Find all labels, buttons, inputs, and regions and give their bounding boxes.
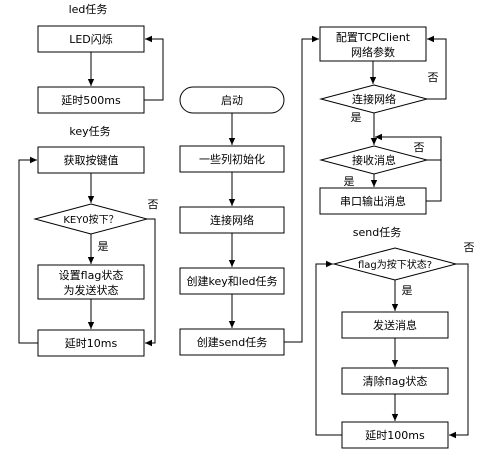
key-task-title: key任务 (69, 125, 110, 138)
send-msg-box: 发送消息 (341, 311, 449, 339)
key-decision-label: KEY0按下？ (63, 213, 118, 226)
create-send-label: 创建send任务 (197, 335, 267, 349)
send-decision-diamond: flag为按下状态? (332, 247, 458, 281)
main-to-net-arrow (284, 35, 319, 343)
main-connect-label: 连接网络 (210, 213, 254, 227)
key-set-flag-line2: 为发送状态 (64, 283, 119, 297)
receive-label: 接收消息 (352, 153, 396, 167)
send-decision-label: flag为按下状态? (358, 258, 432, 271)
clear-flag-box: 清除flag状态 (341, 367, 449, 395)
clear-flag-label: 清除flag状态 (363, 374, 428, 388)
led-blink-label: LED闪烁 (69, 32, 113, 46)
key-set-flag-line1: 设置flag状态 (59, 268, 124, 282)
create-send-box: 创建send任务 (179, 328, 285, 356)
net-connect-diamond: 连接网络 (319, 84, 429, 114)
key-decision-diamond: KEY0按下？ (33, 203, 149, 235)
key-no-arrow (145, 218, 156, 347)
send-no-label: 否 (464, 241, 475, 254)
key-get-value-box: 获取按键值 (37, 146, 145, 174)
led-delay-box: 延时500ms (37, 86, 145, 114)
send-delay-label: 延时100ms (365, 429, 425, 442)
led-loop-arrow (144, 35, 164, 101)
key-delay-label: 延时10ms (65, 337, 118, 350)
key-set-flag-box: 设置flag状态 为发送状态 (37, 264, 145, 300)
led-task-title: led任务 (69, 3, 108, 16)
create-key-led-box: 创建key和led任务 (179, 267, 285, 295)
net-connect-label: 连接网络 (352, 92, 396, 106)
init-label: 一些列初始化 (199, 152, 265, 166)
receive-no-label: 否 (414, 141, 425, 154)
send-no-arrow (449, 263, 469, 439)
net-connect-yes-label: 是 (351, 111, 362, 124)
send-delay-box: 延时100ms (341, 421, 449, 449)
receive-diamond: 接收消息 (319, 145, 429, 175)
key-loop-arrow (18, 156, 38, 344)
key-delay-box: 延时10ms (37, 329, 145, 357)
tcp-config-box: 配置TCPClient 网络参数 (319, 26, 427, 62)
tcp-config-line1: 配置TCPClient (336, 31, 411, 44)
tcp-config-line2: 网络参数 (351, 45, 395, 59)
start-terminal: 启动 (179, 86, 285, 114)
send-loop-arrow (315, 260, 342, 436)
receive-no-arrow (375, 133, 442, 161)
net-connect-no-arrow (427, 35, 447, 100)
key-yes-label: 是 (98, 240, 109, 253)
init-box: 一些列初始化 (179, 145, 285, 173)
create-key-led-label: 创建key和led任务 (186, 274, 277, 288)
key-get-value-label: 获取按键值 (64, 153, 119, 167)
serial-out-label: 串口输出消息 (340, 194, 406, 208)
receive-yes-label: 是 (344, 175, 355, 188)
main-connect-box: 连接网络 (179, 206, 285, 234)
start-label: 启动 (221, 94, 243, 107)
led-blink-box: LED闪烁 (37, 25, 145, 53)
net-connect-no-label: 否 (428, 71, 439, 84)
send-msg-label: 发送消息 (373, 318, 417, 332)
send-task-title: send任务 (353, 226, 401, 239)
send-yes-label: 是 (402, 284, 413, 297)
key-no-label: 否 (148, 198, 159, 211)
serial-loop-line (426, 160, 442, 202)
serial-out-box: 串口输出消息 (319, 187, 427, 215)
led-delay-label: 延时500ms (61, 94, 121, 107)
